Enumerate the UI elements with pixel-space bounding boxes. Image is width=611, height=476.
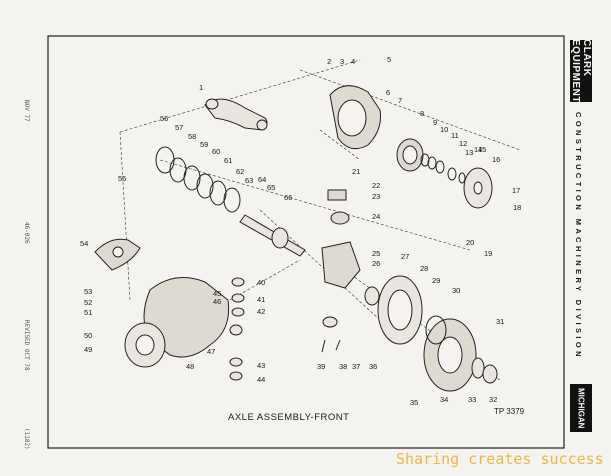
callout-60: 60 xyxy=(212,147,220,156)
tp-number: TP 3379 xyxy=(494,407,525,416)
callout-50: 50 xyxy=(84,331,92,340)
callout-38: 38 xyxy=(339,362,347,371)
callout-61: 61 xyxy=(224,156,232,165)
brand-logo-michigan: MICHIGAN xyxy=(570,384,592,432)
part-disc xyxy=(463,167,493,209)
part-bracket xyxy=(94,238,141,271)
callout-39: 39 xyxy=(317,362,325,371)
callout-25: 25 xyxy=(372,249,380,258)
callout-11: 11 xyxy=(451,131,459,140)
callout-45: 45 xyxy=(213,289,221,298)
part-hub xyxy=(396,138,424,172)
callout-63: 63 xyxy=(245,176,253,185)
margin-note-date: NOV 77 xyxy=(23,100,30,122)
callout-44: 44 xyxy=(257,375,265,384)
callout-46: 46 xyxy=(213,297,221,306)
callout-43: 43 xyxy=(257,361,265,370)
callout-62: 62 xyxy=(236,167,244,176)
callout-13: 13 xyxy=(465,148,473,157)
callout-64: 64 xyxy=(258,175,266,184)
diagram-caption: AXLE ASSEMBLY-FRONT xyxy=(228,412,350,423)
part-steering-knuckle xyxy=(321,189,361,289)
part-hub-cap xyxy=(471,357,498,384)
callout-18: 18 xyxy=(513,203,521,212)
part-rings xyxy=(155,146,241,213)
callout-4: 4 xyxy=(351,57,355,66)
division-label: CONSTRUCTION MACHINERY DIVISION xyxy=(574,112,583,360)
watermark-text: Sharing creates success xyxy=(396,450,604,468)
callout-52: 52 xyxy=(84,298,92,307)
callout-32: 32 xyxy=(489,395,497,404)
part-brake-assembly xyxy=(364,275,423,345)
part-carrier xyxy=(329,85,381,150)
part-stack xyxy=(229,277,245,381)
part-brake-drum xyxy=(423,318,477,392)
callout-53: 53 xyxy=(84,287,92,296)
callout-37: 37 xyxy=(352,362,360,371)
brand-logo-clark: CLARK EQUIPMENT xyxy=(570,39,592,103)
part-washers xyxy=(420,153,466,184)
margin-note-code: 46-026 xyxy=(23,222,30,244)
callout-51: 51 xyxy=(84,308,92,317)
part-seal-ring xyxy=(425,315,447,345)
margin-note-revision: REVISED OCT 78 xyxy=(23,320,30,371)
part-small-fasteners xyxy=(321,316,341,353)
callout-23: 23 xyxy=(372,192,380,201)
margin-note-page: (1182) xyxy=(23,428,30,450)
callout-56: 56 xyxy=(160,114,168,123)
callout-10: 10 xyxy=(440,125,448,134)
callout-49: 49 xyxy=(84,345,92,354)
callout-26: 26 xyxy=(372,259,380,268)
part-axle-shaft xyxy=(239,214,306,257)
callout-22: 22 xyxy=(372,181,380,190)
callout-6: 6 xyxy=(386,88,390,97)
callout-65: 65 xyxy=(267,183,275,192)
callout-34: 34 xyxy=(440,395,448,404)
part-differential-housing xyxy=(124,277,230,368)
callout-31: 31 xyxy=(496,317,504,326)
callout-1: 1 xyxy=(199,83,203,92)
callout-17: 17 xyxy=(512,186,520,195)
callout-15: 15 xyxy=(478,145,486,154)
callout-9: 9 xyxy=(433,118,437,127)
callout-41: 41 xyxy=(257,295,265,304)
callout-42: 42 xyxy=(257,307,265,316)
callout-28: 28 xyxy=(420,264,428,273)
callout-48: 48 xyxy=(186,362,194,371)
callout-27: 27 xyxy=(401,252,409,261)
callout-8: 8 xyxy=(420,109,424,118)
callout-36: 36 xyxy=(369,362,377,371)
drawing-border xyxy=(47,35,565,449)
callout-55: 55 xyxy=(118,174,126,183)
callout-19: 19 xyxy=(484,249,492,258)
callout-2: 2 xyxy=(327,57,331,66)
callout-58: 58 xyxy=(188,132,196,141)
callout-59: 59 xyxy=(200,140,208,149)
callout-numbers: 1 2 3 4 5 6 7 8 9 10 11 12 13 14 15 16 1… xyxy=(80,55,521,407)
callout-24: 24 xyxy=(372,212,380,221)
callout-3: 3 xyxy=(340,57,344,66)
callout-33: 33 xyxy=(468,395,476,404)
callout-40: 40 xyxy=(257,278,265,287)
callout-7: 7 xyxy=(398,96,402,105)
callout-5: 5 xyxy=(387,55,391,64)
callout-66: 66 xyxy=(284,193,292,202)
callout-20: 20 xyxy=(466,238,474,247)
callout-14: 14 xyxy=(474,145,482,154)
callout-57: 57 xyxy=(175,123,183,132)
callout-21: 21 xyxy=(352,167,360,176)
callout-47: 47 xyxy=(207,347,215,356)
callout-35: 35 xyxy=(410,398,418,407)
callout-29: 29 xyxy=(432,276,440,285)
callout-54: 54 xyxy=(80,239,88,248)
callout-16: 16 xyxy=(492,155,500,164)
part-axle-housing xyxy=(204,98,268,131)
callout-12: 12 xyxy=(459,139,467,148)
callout-30: 30 xyxy=(452,286,460,295)
